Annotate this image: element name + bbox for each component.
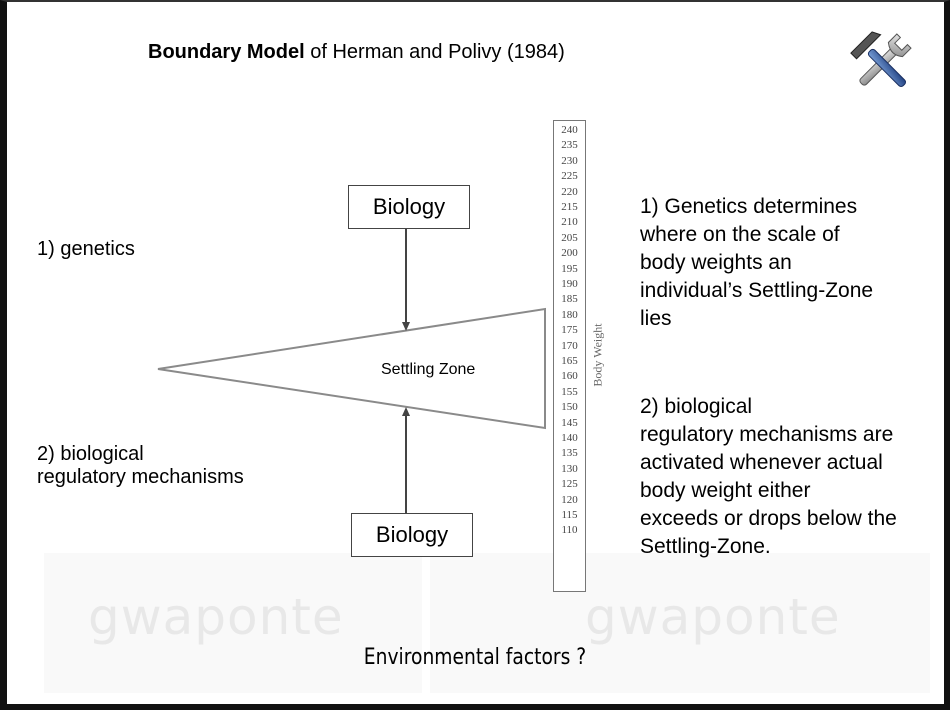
tools-icon [850, 31, 912, 88]
scale-tick-label: 120 [561, 493, 578, 506]
biology-box-top: Biology [348, 185, 470, 229]
scale-tick-label: 185 [561, 293, 578, 306]
watermark-panel-right [430, 553, 930, 693]
scale-tick-label: 180 [561, 308, 578, 321]
text-line: activated whenever actual [640, 451, 883, 474]
scale-tick-label: 125 [561, 478, 578, 491]
text-line: where on the scale of [640, 223, 840, 246]
scale-tick-label: 205 [561, 231, 578, 244]
text-line: body weights an [640, 251, 792, 274]
environmental-factors-caption: Environmental factors ? [363, 645, 587, 670]
title-rest: of Herman and Polivy (1984) [304, 41, 565, 63]
watermark-panel-left [44, 553, 422, 693]
scale-tick-label: 225 [561, 170, 578, 183]
title-bold: Boundary Model [148, 41, 305, 63]
text-line: Settling-Zone. [640, 535, 771, 558]
scale-tick-label: 170 [561, 339, 578, 352]
body-weight-scale: 240 235 230 225 220 215 210 205 200 195 190 185 180 1… [553, 120, 586, 592]
arrow-down-head [402, 322, 410, 331]
scale-tick-label: 235 [561, 139, 578, 152]
scale-tick-label: 175 [561, 324, 578, 337]
scale-tick-label: 130 [561, 462, 578, 475]
scale-tick-label: 110 [561, 524, 578, 537]
settling-zone-label: Settling Zone [381, 361, 476, 378]
label-biological-line2: regulatory mechanisms [37, 466, 244, 488]
scale-tick-label: 220 [561, 185, 578, 198]
watermark-right: gwaponte [585, 588, 841, 646]
text-line: exceeds or drops below the [640, 507, 897, 530]
watermark-left: gwaponte [88, 588, 344, 646]
scale-tick-label: 200 [561, 247, 578, 260]
scale-tick-label: 145 [561, 416, 578, 429]
scale-tick-label: 165 [561, 355, 578, 367]
scale-tick-label: 195 [561, 262, 578, 275]
scale-tick-label: 215 [561, 201, 578, 213]
scale-tick-label: 115 [561, 509, 578, 521]
scale-tick-label: 160 [561, 370, 578, 383]
scale-tick-label: 230 [561, 154, 578, 167]
text-line: individual’s Settling-Zone [640, 279, 874, 302]
text-line: 1) Genetics determines [640, 195, 858, 218]
text-line: 2) biological [640, 395, 753, 418]
scale-tick-label: 135 [561, 447, 578, 460]
label-genetics: 1) genetics [37, 238, 135, 260]
label-biological-line1: 2) biological [37, 443, 144, 465]
arrow-up-head [402, 407, 410, 416]
scale-tick-label: 210 [561, 216, 578, 229]
text-line: lies [640, 307, 672, 330]
scale-tick-label: 140 [561, 432, 578, 444]
scale-tick-label: 155 [561, 385, 578, 398]
text-line: body weight either [640, 479, 811, 502]
text-line: regulatory mechanisms are [640, 423, 894, 446]
settling-zone-triangle [157, 307, 546, 430]
biology-box-bottom: Biology [351, 513, 473, 557]
scale-tick-label: 240 [561, 124, 578, 136]
body-weight-axis-label: Body Weight [590, 323, 605, 387]
scale-tick-label: 150 [561, 401, 578, 414]
scale-tick-label: 190 [561, 278, 578, 290]
slide-title: Boundary Model of Herman and Polivy (198… [148, 41, 565, 64]
